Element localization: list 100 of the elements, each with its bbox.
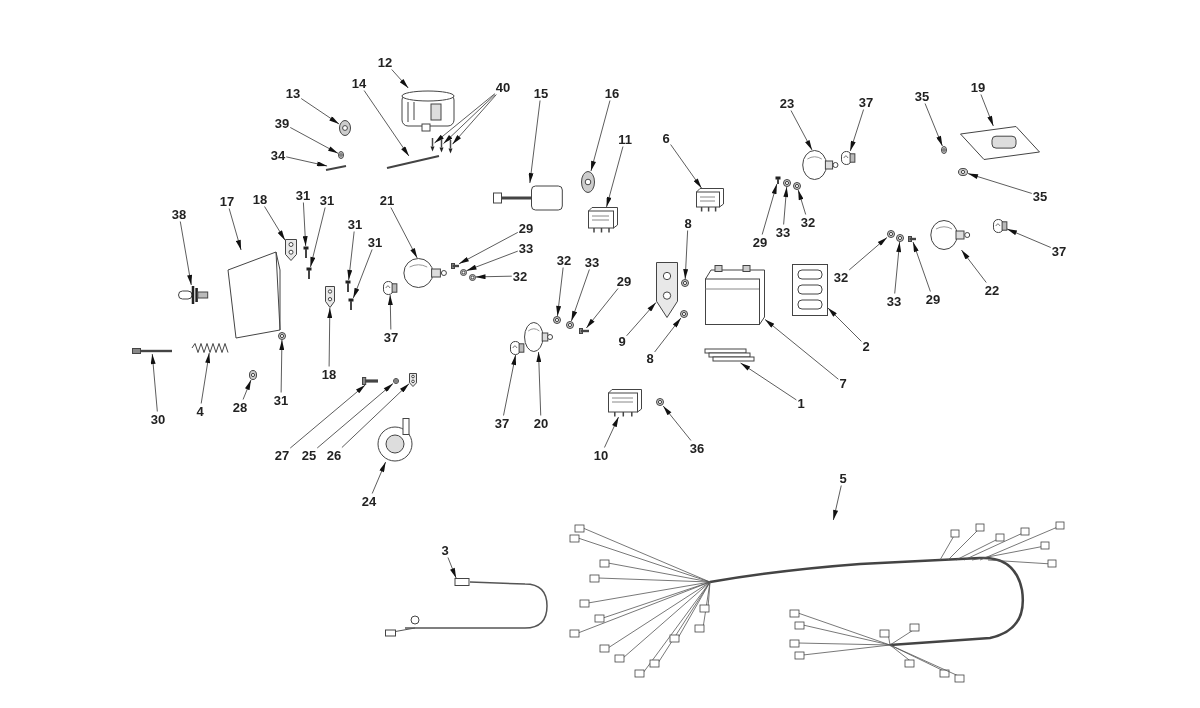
callout-number: 32 <box>555 252 573 268</box>
callout-number: 14 <box>350 75 368 91</box>
callout-number: 39 <box>273 115 291 131</box>
callout-number: 33 <box>517 240 535 256</box>
callout-number: 32 <box>832 269 850 285</box>
callout-number: 28 <box>231 399 249 415</box>
cable-drawing <box>385 578 551 638</box>
terminal-pin-drawing <box>447 140 453 154</box>
callout-number: 40 <box>494 79 512 95</box>
callout-number: 29 <box>517 220 535 236</box>
callout-number: 18 <box>251 191 269 207</box>
plate-drawing <box>960 126 1040 160</box>
callout-number: 2 <box>861 338 871 354</box>
nut-drawing <box>958 168 968 176</box>
nut-drawing <box>681 279 689 287</box>
callout-number: 29 <box>615 273 633 289</box>
callout-number: 31 <box>346 216 364 232</box>
callout-number: 9 <box>617 333 627 349</box>
nut-drawing <box>338 151 344 159</box>
nut-drawing <box>941 146 947 154</box>
headlight-bulb-drawing <box>178 285 208 305</box>
callout-number: 22 <box>983 282 1001 298</box>
callout-number: 1 <box>796 395 806 411</box>
callout-number: 24 <box>360 493 378 509</box>
indicator-lamp-drawing <box>524 322 552 352</box>
bracket-drawing <box>285 239 297 261</box>
callout-number: 13 <box>284 85 302 101</box>
callout-number: 29 <box>924 291 942 307</box>
screw-drawing <box>348 298 354 310</box>
terminal-pin-drawing <box>438 139 444 153</box>
callout-number: 21 <box>378 192 396 208</box>
callout-number: 26 <box>325 447 343 463</box>
callout-number: 37 <box>382 329 400 345</box>
relay-drawing <box>608 389 642 417</box>
nut-drawing <box>656 398 664 406</box>
callout-number: 33 <box>885 293 903 309</box>
strip-drawing <box>326 166 346 170</box>
washer-drawing <box>896 234 904 242</box>
callout-number: 20 <box>532 415 550 431</box>
callout-number: 31 <box>272 392 290 408</box>
switch-drawing <box>493 183 563 213</box>
bulb-drawing <box>841 151 855 165</box>
indicator-lamp-drawing <box>802 150 838 180</box>
callout-number: 19 <box>969 79 987 95</box>
callout-number: 35 <box>913 88 931 104</box>
callout-number: 37 <box>493 415 511 431</box>
socket-drawing <box>588 207 618 233</box>
screw-drawing <box>306 267 312 279</box>
callout-number: 30 <box>149 411 167 427</box>
washer-drawing <box>459 268 467 276</box>
bulb-drawing <box>993 219 1007 233</box>
callout-number: 31 <box>294 187 312 203</box>
washer-drawing <box>566 321 574 329</box>
callout-number: 11 <box>617 131 633 147</box>
bulb-drawing <box>510 341 524 355</box>
callout-number: 32 <box>799 214 817 230</box>
strip-drawing <box>387 156 439 168</box>
bolt-drawing <box>132 348 172 354</box>
callout-number: 23 <box>778 95 796 111</box>
battery-drawing <box>705 265 765 325</box>
nut-drawing <box>680 310 688 318</box>
callout-number: 4 <box>195 403 205 419</box>
callout-number: 3 <box>440 542 450 558</box>
callout-number: 27 <box>273 447 291 463</box>
bulb-cap-drawing <box>339 120 351 136</box>
nut-drawing <box>249 370 257 380</box>
callout-number: 32 <box>511 268 529 284</box>
callout-number: 8 <box>645 350 655 366</box>
nut-drawing <box>468 273 476 281</box>
screw-drawing <box>362 377 378 385</box>
bracket-drawing <box>409 373 417 387</box>
slotted-cover-drawing <box>792 264 828 316</box>
screw-drawing <box>303 246 309 258</box>
callout-number: 37 <box>1050 243 1068 259</box>
spring-drawing <box>192 343 228 353</box>
callout-number: 37 <box>857 94 875 110</box>
nut-drawing <box>793 182 801 190</box>
washer-drawing <box>783 179 791 187</box>
screw-drawing <box>451 263 459 269</box>
callout-number: 12 <box>376 54 394 70</box>
callout-number: 38 <box>170 206 188 222</box>
callout-number: 10 <box>592 447 610 463</box>
callout-number: 7 <box>838 375 848 391</box>
terminal-pin-drawing <box>429 138 435 152</box>
nut-drawing <box>278 332 286 340</box>
washer-drawing <box>393 378 399 384</box>
headlamp-drawing <box>226 250 282 340</box>
screw-drawing <box>775 176 781 184</box>
ring-drawing <box>581 171 595 193</box>
gauge-drawing <box>398 88 458 132</box>
callout-number: 5 <box>838 470 848 486</box>
indicator-lamp-drawing <box>930 220 970 250</box>
callout-number: 17 <box>218 193 236 209</box>
callout-number: 34 <box>269 147 287 163</box>
screw-drawing <box>579 328 589 334</box>
callout-number: 25 <box>300 447 318 463</box>
nut-drawing <box>887 230 895 238</box>
callout-number: 31 <box>318 192 336 208</box>
callout-number: 33 <box>774 224 792 240</box>
bracket-drawing <box>656 262 678 318</box>
